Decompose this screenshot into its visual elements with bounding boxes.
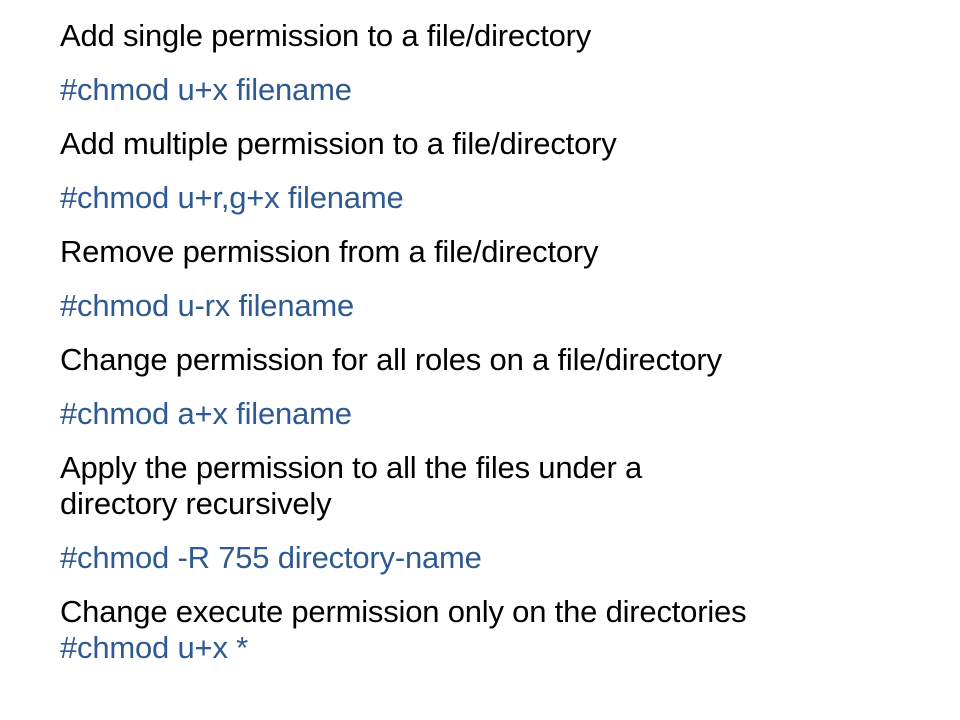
item-command: #chmod u+x filename	[60, 72, 352, 107]
item-command: #chmod a+x filename	[60, 396, 352, 431]
item-description: Add single permission to a file/director…	[60, 18, 592, 53]
item-description: Remove permission from a file/directory	[60, 234, 599, 269]
item-command: #chmod -R 755 directory-name	[60, 540, 482, 575]
slide-content: Add single permission to a file/director…	[60, 18, 940, 666]
item-command: #chmod u+x *	[60, 630, 249, 665]
item-description: Add multiple permission to a file/direct…	[60, 126, 617, 161]
item-command: #chmod u-rx filename	[60, 288, 355, 323]
item-description-continued: directory recursively	[60, 486, 332, 521]
item-description: Apply the permission to all the files un…	[60, 450, 643, 485]
item-description: Change execute permission only on the di…	[60, 594, 747, 629]
item-command: #chmod u+r,g+x filename	[60, 180, 404, 215]
item-description: Change permission for all roles on a fil…	[60, 342, 722, 377]
